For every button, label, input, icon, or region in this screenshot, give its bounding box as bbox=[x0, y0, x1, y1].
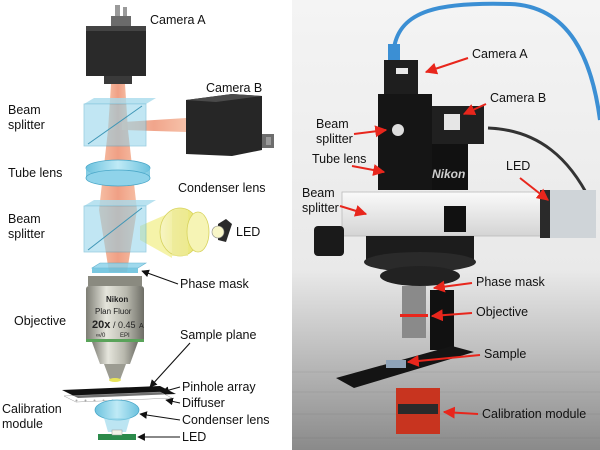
arrow-sample-plane bbox=[149, 342, 191, 388]
photo-arrow-phase-mask bbox=[432, 280, 473, 293]
right-pointer-arrows bbox=[339, 57, 549, 419]
label-led: LED bbox=[236, 225, 260, 239]
label-led-2: LED bbox=[182, 430, 206, 444]
label-tube-lens: Tube lens bbox=[8, 166, 62, 180]
objective-na: / 0.45 bbox=[113, 320, 136, 330]
led-drawing bbox=[211, 219, 232, 242]
photo-label-camera-a: Camera A bbox=[472, 47, 528, 61]
photo-arrow-sample bbox=[406, 354, 481, 367]
photo-arrow-beam-splitter-2 bbox=[339, 205, 368, 217]
beam-splitter-2-drawing bbox=[83, 200, 156, 253]
camera-b-drawing bbox=[186, 94, 274, 156]
objective-brand: Nikon bbox=[106, 295, 128, 304]
arrow-phase-mask bbox=[141, 269, 179, 285]
beam-splitter-1-drawing bbox=[83, 98, 156, 147]
label-calibration-module-line1: Calibration bbox=[2, 402, 62, 416]
blue-cable bbox=[392, 1, 600, 121]
label-beam-splitter-1-line2: splitter bbox=[8, 118, 45, 132]
black-cable bbox=[487, 126, 592, 201]
left-pointer-arrows bbox=[137, 269, 191, 441]
photo-label-led: LED bbox=[506, 159, 530, 173]
label-camera-b: Camera B bbox=[206, 81, 262, 95]
photo-label-beam-splitter-1-line2: splitter bbox=[316, 132, 353, 146]
label-sample-plane: Sample plane bbox=[180, 328, 256, 342]
photo-arrow-beam-splitter-1 bbox=[353, 125, 388, 138]
label-objective: Objective bbox=[14, 314, 66, 328]
right-photo: Nikon Camera A Camera B Beam splitter Tu… bbox=[292, 0, 600, 450]
label-condenser-lens: Condenser lens bbox=[178, 181, 266, 195]
label-condenser-lens-2: Condenser lens bbox=[182, 413, 270, 427]
photo-label-objective: Objective bbox=[476, 305, 528, 319]
objective-extra: ∞/0 bbox=[96, 333, 106, 339]
arrow-diffuser bbox=[165, 397, 181, 406]
photo-camera-a bbox=[384, 60, 418, 94]
label-pinhole-array: Pinhole array bbox=[182, 380, 256, 394]
arrow-pinhole-array bbox=[161, 386, 181, 394]
photo-arrow-camera-a bbox=[424, 57, 469, 75]
photo-label-sample: Sample bbox=[484, 347, 526, 361]
camera-a-drawing bbox=[86, 5, 146, 84]
photo-arrow-tube-lens bbox=[351, 164, 386, 176]
photo-label-beam-splitter-1-line1: Beam bbox=[316, 117, 349, 131]
label-camera-a: Camera A bbox=[150, 13, 206, 27]
photo-label-beam-splitter-2-line1: Beam bbox=[302, 186, 335, 200]
objective-epi: EPI bbox=[120, 333, 130, 339]
photo-eyepiece bbox=[314, 226, 344, 256]
label-beam-splitter-1-line1: Beam bbox=[8, 103, 41, 117]
objective-magnification: 20x bbox=[92, 319, 111, 331]
arrow-condenser-lens-2 bbox=[139, 411, 181, 421]
photo-arrow-led bbox=[519, 177, 549, 201]
left-schematic: Nikon Plan Fluor 20x / 0.45 A ∞/0 EPI Ca… bbox=[2, 5, 274, 444]
photo-arrow-objective bbox=[430, 309, 473, 322]
photo-label-calibration-module: Calibration module bbox=[482, 407, 586, 421]
photo-main-body bbox=[378, 94, 432, 190]
photo-label-beam-splitter-2-line2: splitter bbox=[302, 201, 339, 215]
label-phase-mask: Phase mask bbox=[180, 277, 250, 291]
objective-model: Plan Fluor bbox=[95, 307, 132, 316]
photo-label-phase-mask: Phase mask bbox=[476, 275, 546, 289]
condenser-lens-drawing bbox=[140, 207, 232, 258]
photo-nosepiece bbox=[364, 252, 476, 272]
calibration-stack-drawing bbox=[62, 386, 176, 440]
label-beam-splitter-2-line1: Beam bbox=[8, 212, 41, 226]
objective-drawing: Nikon Plan Fluor 20x / 0.45 A ∞/0 EPI bbox=[86, 276, 144, 382]
label-diffuser: Diffuser bbox=[182, 396, 225, 410]
photo-label-camera-b: Camera B bbox=[490, 91, 546, 105]
tube-lens-drawing bbox=[85, 159, 151, 187]
photo-arrow-calibration-module bbox=[442, 406, 479, 419]
label-beam-splitter-2-line2: splitter bbox=[8, 227, 45, 241]
photo-nikon-text: Nikon bbox=[432, 167, 465, 181]
photo-beam-splitter-block bbox=[341, 191, 543, 237]
label-calibration-module-line2: module bbox=[2, 417, 43, 431]
phase-mask-drawing bbox=[90, 262, 148, 273]
objective-code: A bbox=[139, 323, 144, 330]
photo-label-tube-lens: Tube lens bbox=[312, 152, 366, 166]
photo-arrow-camera-b bbox=[462, 103, 487, 115]
photo-objective bbox=[402, 286, 426, 338]
